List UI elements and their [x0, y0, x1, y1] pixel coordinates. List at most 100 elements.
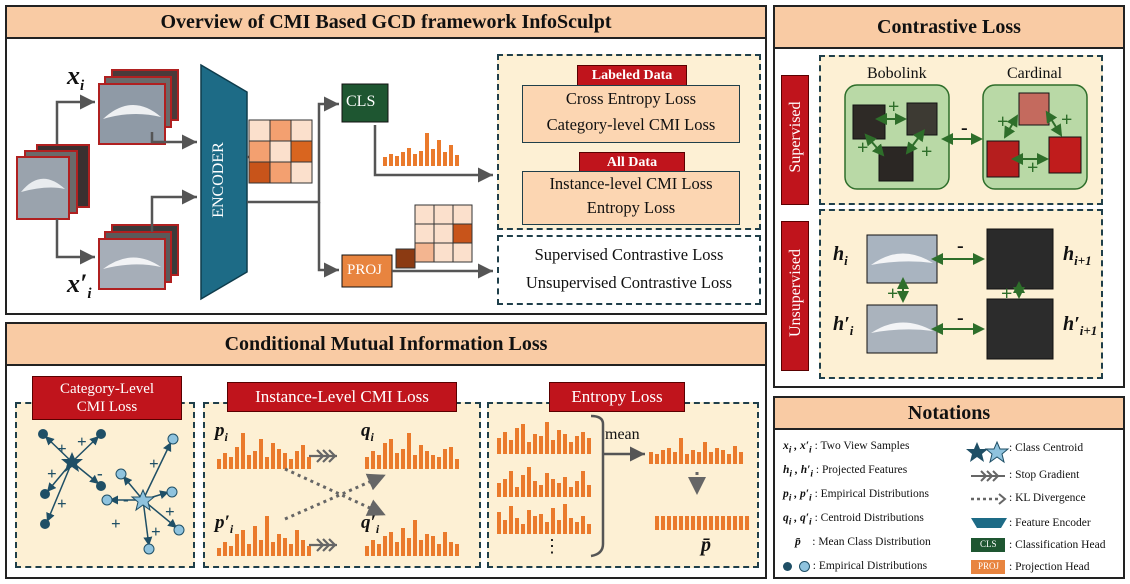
distribution-bar	[235, 447, 239, 469]
minus-sign: -	[957, 307, 964, 329]
plus-sign: +	[997, 111, 1009, 133]
distribution-bar	[419, 445, 423, 469]
distribution-bar	[545, 422, 549, 454]
distribution-bar	[509, 506, 513, 534]
h-i1-prime-label: h′i+1	[1063, 313, 1098, 338]
cardinal-label: Cardinal	[1007, 65, 1063, 82]
distribution-bar	[265, 457, 269, 469]
distribution-bar	[709, 516, 713, 530]
distribution-bar	[715, 516, 719, 530]
cmi-diagram	[38, 414, 749, 558]
plus-sign: +	[857, 137, 869, 159]
distribution-bar	[497, 438, 501, 454]
distribution-bar	[425, 451, 429, 469]
distribution-bar	[223, 453, 227, 469]
distribution-bar	[413, 455, 417, 469]
distribution-bar	[497, 512, 501, 534]
distribution-bar	[533, 481, 537, 497]
bobolink-label: Bobolink	[867, 65, 927, 82]
all-data-tag: All Data	[579, 152, 685, 174]
distribution-bar	[727, 454, 731, 464]
distribution-bar	[521, 524, 525, 534]
distribution-bar	[649, 452, 653, 464]
p-i-prime-bars	[217, 516, 311, 556]
distribution-bar	[371, 451, 375, 469]
labeled-loss-box: Cross Entropy Loss Category-level CMI Lo…	[522, 85, 740, 143]
notation-row: pi , p′i : Empirical Distributions	[783, 488, 929, 504]
distribution-bar	[503, 520, 507, 534]
distribution-bar	[703, 516, 707, 530]
proj-label: PROJ	[347, 262, 383, 278]
notations-panel: Notations xi , x′i : Two View Samples hi…	[773, 396, 1125, 579]
notation-row: : Feature Encoder	[1009, 517, 1091, 529]
contrastive-diagram	[844, 84, 1088, 360]
distribution-bar	[449, 447, 453, 469]
distribution-bar	[539, 485, 543, 497]
distribution-bar	[377, 544, 381, 556]
distribution-bar	[295, 451, 299, 469]
distribution-bar	[661, 516, 665, 530]
h-i1-label: hi+1	[1063, 243, 1092, 268]
contrastive-title: Contrastive Loss	[775, 7, 1123, 49]
distribution-bar	[437, 544, 441, 556]
distribution-bar	[217, 548, 221, 556]
entropy-bars-1	[497, 422, 591, 454]
distribution-bar	[587, 485, 591, 497]
distribution-bar	[455, 544, 459, 556]
distribution-bar	[497, 483, 501, 497]
distribution-bar	[533, 516, 537, 534]
distribution-bar	[229, 457, 233, 469]
distribution-bar	[527, 442, 531, 454]
distribution-bar	[407, 538, 411, 556]
plus-sign: +	[111, 514, 121, 533]
distribution-bar	[655, 454, 659, 464]
distribution-bar	[697, 516, 701, 530]
distribution-bar	[697, 452, 701, 464]
star-icon	[966, 442, 988, 462]
class-centroid-star-dark	[61, 452, 83, 472]
distribution-bar	[395, 542, 399, 556]
plus-sign: +	[1027, 157, 1039, 179]
distribution-bar	[289, 544, 293, 556]
h-i1-image	[986, 228, 1054, 290]
category-cmi-loss-label: Category-level CMI Loss	[546, 115, 716, 134]
minus-sign: -	[123, 490, 129, 509]
plus-sign: +	[888, 96, 900, 118]
contrastive-loss-group: Supervised Contrastive Loss Unsupervised…	[497, 235, 761, 305]
distribution-bar	[667, 516, 671, 530]
distribution-bar	[563, 504, 567, 534]
cls-head	[341, 83, 389, 123]
distribution-bar	[569, 518, 573, 534]
cls-icon-label: CLS	[980, 539, 997, 549]
p-bar-label: p̄	[701, 534, 711, 556]
distribution-bar	[431, 455, 435, 469]
proj-icon	[971, 560, 1005, 574]
stop-gradient-arrow-icon	[309, 449, 337, 463]
distribution-bar	[581, 432, 585, 454]
category-cmi-tag: Category-Level CMI Loss	[32, 376, 182, 420]
overview-diagram	[16, 63, 493, 301]
distribution-bar	[419, 540, 423, 556]
encoder-label: ENCODER	[210, 142, 227, 218]
distribution-bar	[217, 459, 221, 469]
distribution-bar	[431, 536, 435, 556]
distribution-bar	[539, 514, 543, 534]
class-centroid-star-light	[130, 488, 156, 512]
stop-gradient-arrow-icon	[309, 538, 337, 552]
distribution-bar	[401, 449, 405, 469]
distribution-bar	[503, 432, 507, 454]
distribution-bar	[223, 542, 227, 556]
distribution-bar	[283, 538, 287, 556]
distribution-bar	[581, 516, 585, 534]
instance-cmi-loss-label: Instance-level CMI Loss	[549, 174, 713, 193]
h-i-label: hi	[833, 243, 848, 268]
distribution-bar	[283, 453, 287, 469]
distribution-bar	[739, 452, 743, 464]
proj-feature-grid	[395, 204, 473, 269]
entropy-mean-bars	[649, 438, 743, 464]
input-image-stack	[16, 144, 90, 220]
distribution-bar	[587, 524, 591, 534]
notation-row: p̄ : Mean Class Distribution	[795, 536, 931, 548]
x-i-prime-label: x′i	[67, 269, 92, 303]
distribution-bar	[557, 520, 561, 534]
